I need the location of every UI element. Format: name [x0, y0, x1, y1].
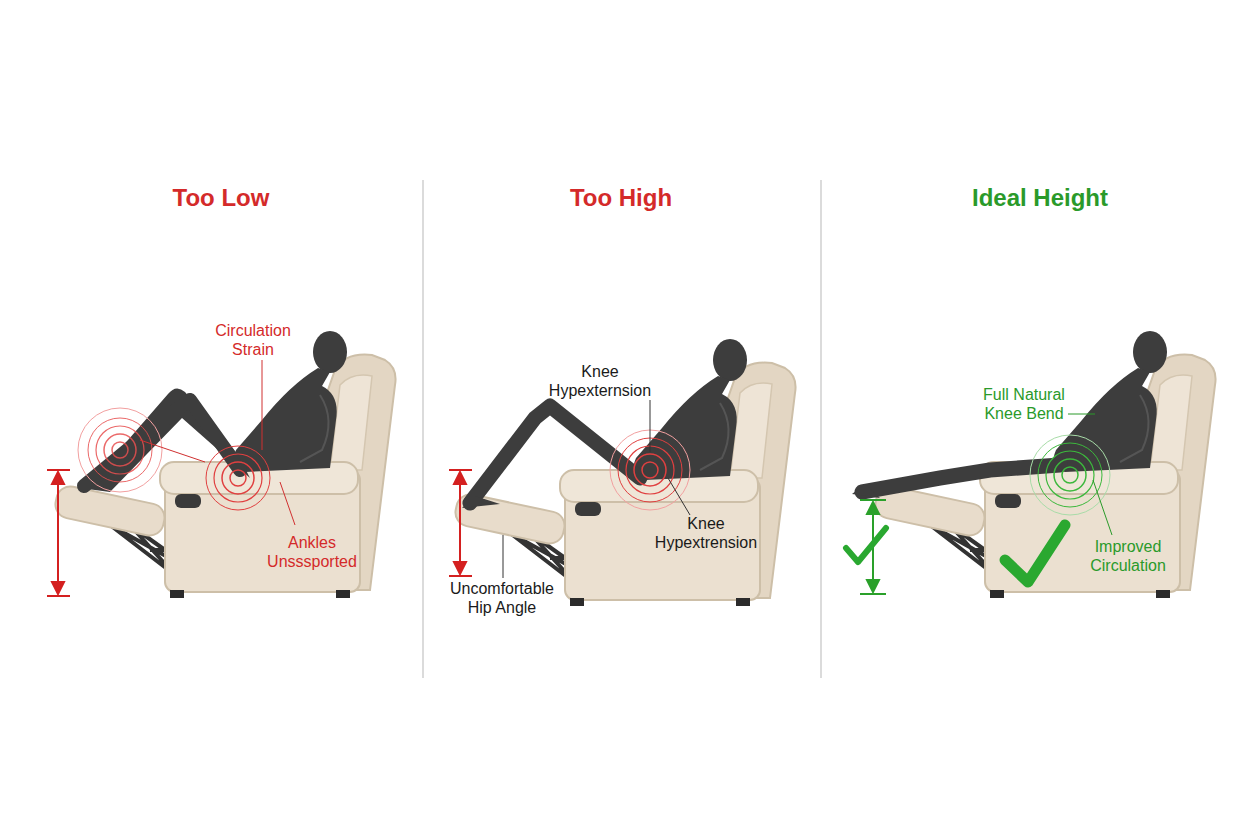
callout-label: Circulation Strain [203, 321, 303, 359]
panel-title: Ideal Height [930, 184, 1150, 213]
panel-title: Too Low [121, 184, 321, 213]
callout-label: Ankles Unsssported [247, 533, 377, 571]
callout-label: Knee Hypextrension [641, 514, 771, 552]
callout-label: Uncomfortable Hip Angle [437, 579, 567, 617]
panel-title: Too High [521, 184, 721, 213]
callout-label: Knee Hypexternsion [535, 362, 665, 400]
callout-label: Improved Circulation [1078, 537, 1178, 575]
callout-label: Full Natural Knee Bend [979, 385, 1069, 423]
